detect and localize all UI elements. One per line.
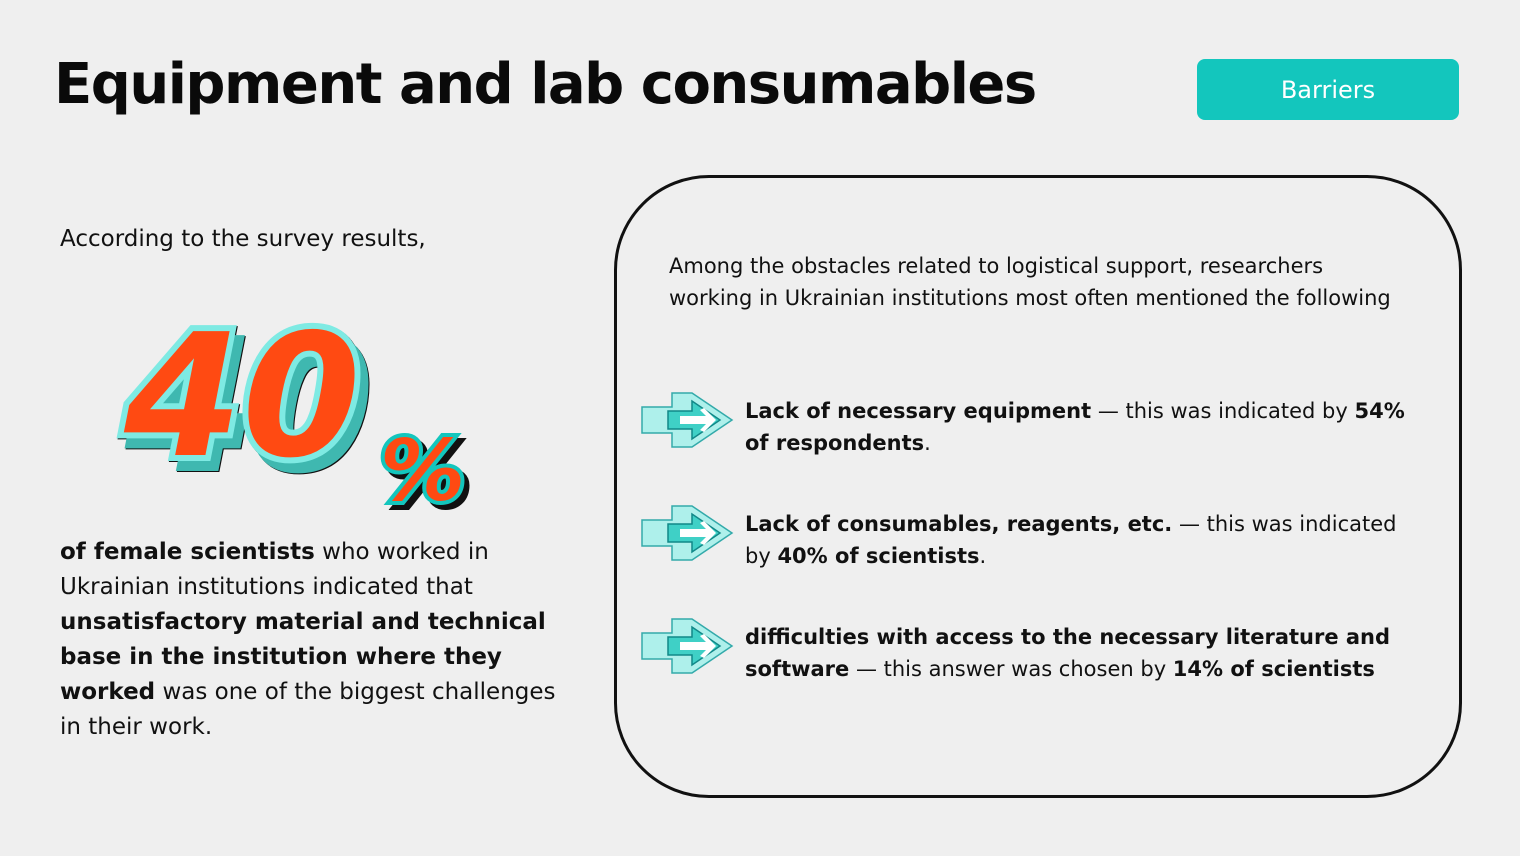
- item-title: difficulties with access to the necessar…: [745, 625, 1391, 681]
- arrow-icon: [641, 505, 734, 561]
- survey-finding: of female scientists who worked in Ukrai…: [60, 535, 570, 745]
- item-stat: 54% of respondents: [745, 399, 1405, 455]
- item-end: .: [924, 431, 931, 455]
- item-title: Lack of consumables, reagents, etc.: [745, 512, 1173, 536]
- obstacles-card: [614, 175, 1462, 798]
- page-title: Equipment and lab consumables: [54, 52, 1037, 117]
- item-end: .: [979, 544, 987, 568]
- item-text: — this was indicated by: [1091, 399, 1355, 423]
- stat-number: 40: [123, 298, 361, 496]
- item-stat: 14% of scientists: [1172, 657, 1375, 681]
- finding-text: was one of the biggest challenges in the…: [60, 679, 556, 740]
- obstacle-item: Lack of necessary equipment — this was i…: [640, 392, 1420, 459]
- item-stat: 40% of scientists: [777, 544, 980, 568]
- card-intro: Among the obstacles related to logistica…: [669, 254, 1391, 310]
- item-title: Lack of necessary equipment: [745, 399, 1092, 423]
- finding-text: who worked in Ukrainian institutions ind…: [60, 539, 489, 600]
- obstacle-item: Lack of consumables, reagents, etc. — th…: [640, 505, 1420, 572]
- finding-bold: of female scientists: [60, 539, 315, 565]
- obstacle-item: difficulties with access to the necessar…: [640, 618, 1420, 685]
- finding-bold: unsatisfactory material and technical ba…: [60, 609, 546, 705]
- arrow-icon: [641, 618, 734, 674]
- stat-percent: %: [380, 422, 465, 521]
- item-text: — this answer was chosen by: [849, 657, 1173, 681]
- survey-intro: According to the survey results,: [60, 226, 426, 252]
- arrow-icon: [641, 392, 734, 448]
- item-text: — this was indicated by: [745, 512, 1397, 568]
- barriers-badge[interactable]: Barriers: [1197, 59, 1459, 120]
- forty-percent-graphic: 40 %: [117, 292, 469, 525]
